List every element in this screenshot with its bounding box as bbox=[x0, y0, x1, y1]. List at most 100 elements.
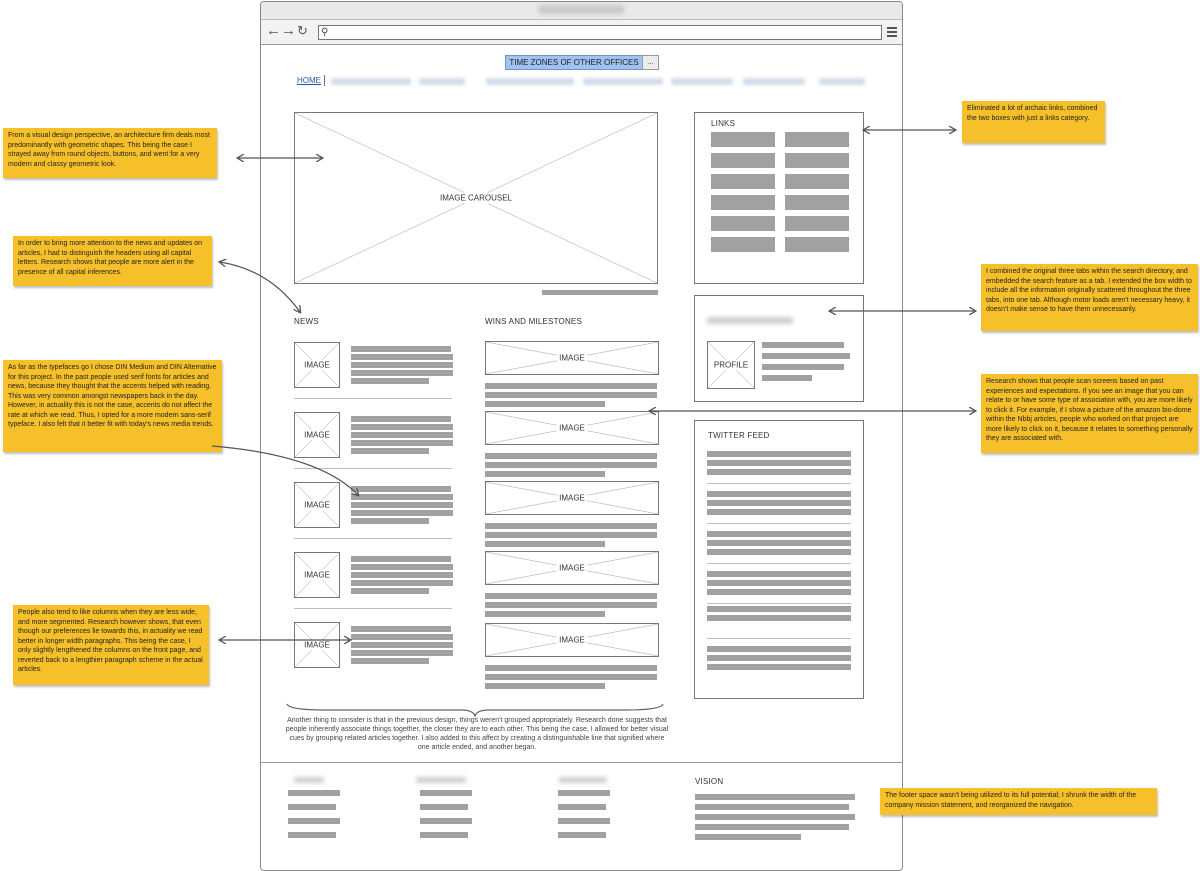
tweet-text-line bbox=[707, 469, 851, 475]
link-item[interactable] bbox=[711, 174, 775, 189]
profile-text-line bbox=[762, 353, 850, 359]
wins-text-line bbox=[485, 471, 605, 477]
timezones-more-button[interactable]: ... bbox=[642, 55, 659, 70]
forward-arrow-icon[interactable]: → bbox=[281, 22, 296, 39]
news-image[interactable]: IMAGE bbox=[294, 412, 340, 458]
wins-image[interactable]: IMAGE bbox=[485, 551, 659, 585]
links-header: LINKS bbox=[711, 119, 736, 128]
news-text-line bbox=[351, 354, 453, 360]
image-label: IMAGE bbox=[302, 359, 332, 371]
link-item[interactable] bbox=[785, 132, 849, 147]
link-item[interactable] bbox=[785, 237, 849, 252]
news-text-line bbox=[351, 440, 453, 446]
article-divider bbox=[294, 608, 452, 609]
footer-link[interactable] bbox=[288, 832, 336, 838]
link-item[interactable] bbox=[785, 153, 849, 168]
search-tab-blurred[interactable] bbox=[707, 317, 793, 324]
news-text-line bbox=[351, 486, 451, 492]
footer-link[interactable] bbox=[558, 804, 606, 810]
nav-home-link[interactable]: HOME bbox=[297, 76, 321, 85]
wins-text-line bbox=[485, 453, 657, 459]
nav-item-blurred[interactable] bbox=[671, 78, 733, 85]
vision-text-line bbox=[695, 804, 849, 810]
footer-link[interactable] bbox=[288, 804, 336, 810]
link-item[interactable] bbox=[711, 132, 775, 147]
wins-text-line bbox=[485, 593, 657, 599]
news-text-line bbox=[351, 564, 453, 570]
image-label: IMAGE bbox=[302, 569, 332, 581]
reload-icon[interactable]: ↻ bbox=[297, 23, 308, 38]
note-geometric-design: From a visual design perspective, an arc… bbox=[3, 128, 217, 178]
tweet-text-line bbox=[707, 571, 851, 577]
tweet-divider bbox=[707, 523, 851, 524]
back-arrow-icon[interactable]: ← bbox=[266, 22, 281, 39]
link-item[interactable] bbox=[711, 237, 775, 252]
footer-link[interactable] bbox=[558, 818, 610, 824]
tweet-text-line bbox=[707, 664, 851, 670]
news-text-line bbox=[351, 556, 451, 562]
news-text-line bbox=[351, 626, 451, 632]
footer-divider bbox=[261, 762, 902, 763]
news-image[interactable]: IMAGE bbox=[294, 482, 340, 528]
news-image[interactable]: IMAGE bbox=[294, 622, 340, 668]
nav-item-blurred[interactable] bbox=[743, 78, 805, 85]
article-divider bbox=[294, 398, 452, 399]
news-image[interactable]: IMAGE bbox=[294, 552, 340, 598]
news-text-line bbox=[351, 634, 453, 640]
tweet-text-line bbox=[707, 451, 851, 457]
footer-link[interactable] bbox=[420, 818, 472, 824]
news-image[interactable]: IMAGE bbox=[294, 342, 340, 388]
footer-link[interactable] bbox=[558, 832, 606, 838]
article-divider bbox=[294, 538, 452, 539]
nav-item-blurred[interactable] bbox=[583, 78, 663, 85]
footer-link[interactable] bbox=[288, 790, 340, 796]
vision-text-line bbox=[695, 824, 849, 830]
grouping-note: Another thing to consider is that in the… bbox=[285, 717, 669, 751]
tweet-text-line bbox=[707, 509, 851, 515]
tweet-text-line bbox=[707, 500, 851, 506]
footer-link[interactable] bbox=[420, 804, 468, 810]
wins-image[interactable]: IMAGE bbox=[485, 411, 659, 445]
carousel-label: IMAGE CAROUSEL bbox=[437, 192, 515, 204]
link-item[interactable] bbox=[785, 195, 849, 210]
browser-window: ← → ↻ ⚲ TIME ZONES OF OTHER OFFICES ... … bbox=[260, 1, 903, 871]
nav-item-blurred[interactable] bbox=[331, 78, 411, 85]
note-columns: People also tend to like columns when th… bbox=[13, 605, 209, 685]
wins-text-line bbox=[485, 383, 657, 389]
note-capital-headers: In order to bring more attention to the … bbox=[13, 236, 212, 286]
links-panel: LINKS bbox=[694, 112, 864, 284]
image-label: IMAGE bbox=[302, 639, 332, 651]
note-images: Research shows that people scan screens … bbox=[981, 374, 1198, 453]
footer-link[interactable] bbox=[420, 790, 472, 796]
link-item[interactable] bbox=[785, 174, 849, 189]
nav-item-blurred[interactable] bbox=[819, 78, 865, 85]
menu-icon[interactable] bbox=[887, 27, 897, 39]
timezones-button[interactable]: TIME ZONES OF OTHER OFFICES bbox=[505, 55, 643, 70]
link-item[interactable] bbox=[711, 153, 775, 168]
link-item[interactable] bbox=[785, 216, 849, 231]
link-item[interactable] bbox=[711, 216, 775, 231]
wins-image[interactable]: IMAGE bbox=[485, 623, 659, 657]
news-text-line bbox=[351, 494, 453, 500]
link-item[interactable] bbox=[711, 195, 775, 210]
browser-toolbar: ← → ↻ ⚲ bbox=[261, 20, 902, 45]
footer-link[interactable] bbox=[288, 818, 340, 824]
tweet-text-line bbox=[707, 460, 851, 466]
profile-image[interactable]: PROFILE bbox=[707, 341, 755, 389]
news-text-line bbox=[351, 518, 429, 524]
tweet-text-line bbox=[707, 491, 851, 497]
footer-link[interactable] bbox=[558, 790, 610, 796]
wins-image[interactable]: IMAGE bbox=[485, 341, 659, 375]
image-label: IMAGE bbox=[557, 422, 587, 434]
footer-link[interactable] bbox=[420, 832, 468, 838]
image-carousel[interactable]: IMAGE CAROUSEL bbox=[294, 112, 658, 284]
nav-item-blurred[interactable] bbox=[486, 78, 574, 85]
vision-text-line bbox=[695, 814, 855, 820]
wins-image[interactable]: IMAGE bbox=[485, 481, 659, 515]
wins-text-line bbox=[485, 683, 605, 689]
nav-item-blurred[interactable] bbox=[419, 78, 465, 85]
vision-text-line bbox=[695, 794, 855, 800]
image-label: IMAGE bbox=[557, 634, 587, 646]
address-bar[interactable]: ⚲ bbox=[318, 25, 882, 40]
wins-text-line bbox=[485, 611, 605, 617]
